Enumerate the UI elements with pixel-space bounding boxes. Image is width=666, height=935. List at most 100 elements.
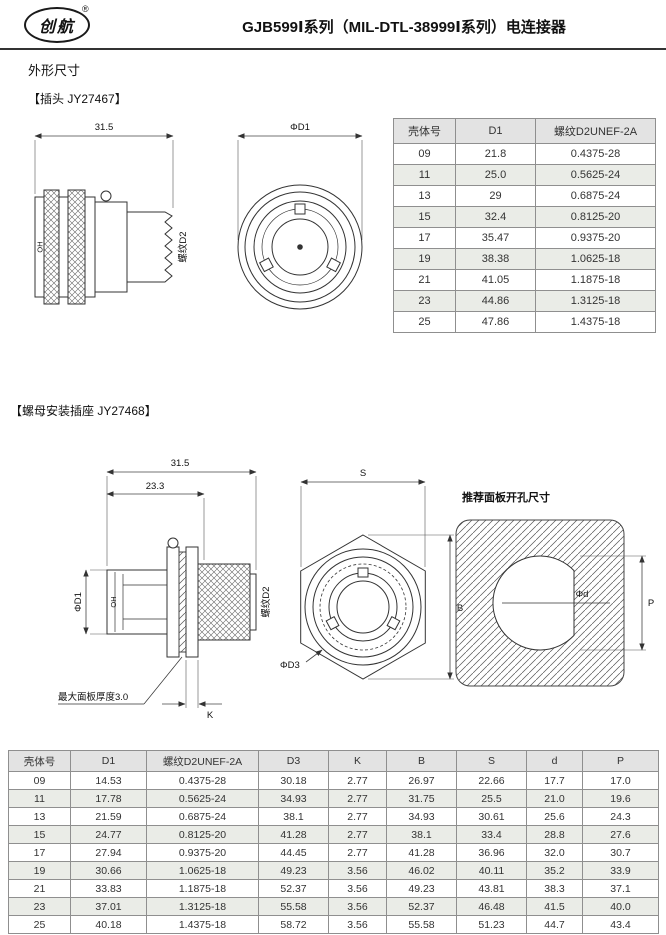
table-cell: 33.9 (582, 861, 659, 880)
table-cell: 0.9375-20 (146, 843, 259, 862)
receptacle-dimensions: 31.5 23.3 ΦD1 (73, 458, 257, 635)
table-cell: 17 (393, 227, 456, 249)
dim-label-k: K (207, 710, 214, 721)
table-cell: 47.86 (455, 311, 536, 333)
table-cell: 0.4375-28 (535, 143, 656, 165)
plug-heading: 【插头 JY27467】 (28, 92, 127, 106)
table-cell: 44.86 (455, 290, 536, 312)
dim-label-recep-d1: ΦD1 (73, 592, 84, 612)
table-cell: 3.56 (328, 897, 387, 916)
table-cell: 52.37 (258, 879, 329, 898)
table-cell: 22.66 (456, 771, 527, 790)
table-cell: 09 (8, 771, 71, 790)
table-cell: 0.5625-24 (535, 164, 656, 186)
k-dimension: K (162, 660, 222, 721)
table-cell: 0.9375-20 (535, 227, 656, 249)
flange-hole (167, 537, 179, 549)
table-cell: 0.8125-20 (146, 825, 259, 844)
brand-name: 创航 (24, 7, 91, 43)
table-cell: 44.7 (526, 915, 583, 934)
dim-label-d1: ΦD1 (290, 122, 310, 133)
plug-diameter-dimension: ΦD1 (237, 122, 363, 240)
plug-thread-label: 螺纹D2 (177, 231, 189, 262)
table-cell: 52.37 (386, 897, 457, 916)
table-cell: 0.6875-24 (146, 807, 259, 826)
table-cell: 43.4 (582, 915, 659, 934)
center-mark (297, 244, 303, 250)
table-cell: 3.56 (328, 915, 387, 934)
table-cell: 41.05 (455, 269, 536, 291)
dim-label-d: Φd (576, 589, 589, 600)
table-cell: 46.02 (386, 861, 457, 880)
table-cell: 15 (8, 825, 71, 844)
receptacle-face (300, 534, 426, 680)
table-cell: 27.6 (582, 825, 659, 844)
table-cell: 19 (393, 248, 456, 270)
header-divider (0, 48, 666, 50)
table-cell: 27.94 (70, 843, 147, 862)
table-cell: 1.1875-18 (535, 269, 656, 291)
table-cell: 19.6 (582, 789, 659, 808)
receptacle-oh-marking: OH (109, 596, 118, 607)
table-cell: 21 (393, 269, 456, 291)
table-cell: 31.75 (386, 789, 457, 808)
table-cell: 13 (393, 185, 456, 207)
receptacle-thread-label: 螺纹D2 (260, 586, 272, 617)
column-header: D1 (455, 118, 536, 144)
table-cell: 55.58 (258, 897, 329, 916)
table-cell: 15 (393, 206, 456, 228)
table-cell: 30.18 (258, 771, 329, 790)
table-cell: 40.11 (456, 861, 527, 880)
table-cell: 17.7 (526, 771, 583, 790)
table-cell: 25.6 (526, 807, 583, 826)
s-dimension: S (300, 468, 426, 567)
table-cell: 46.48 (456, 897, 527, 916)
panel-cutout-title: 推荐面板开孔尺寸 (462, 492, 550, 504)
table-cell: 33.4 (456, 825, 527, 844)
table-cell: 37.1 (582, 879, 659, 898)
p-dimension: P (580, 555, 654, 651)
table-cell: 34.93 (386, 807, 457, 826)
table-cell: 21 (8, 879, 71, 898)
plug-side-view-drawing: 31.5 OH 螺纹D2 (34, 122, 189, 305)
column-header: 螺纹D2UNEF-2A (535, 118, 656, 144)
dim-label-length: 31.5 (95, 122, 114, 133)
plug-length-dimension: 31.5 (34, 122, 174, 208)
table-cell: 2.77 (328, 807, 387, 826)
table-cell: 28.8 (526, 825, 583, 844)
table-cell: 17 (8, 843, 71, 862)
table-cell: 26.97 (386, 771, 457, 790)
table-cell: 25.0 (455, 164, 536, 186)
table-cell: 24.3 (582, 807, 659, 826)
table-cell: 2.77 (328, 843, 387, 862)
table-cell: 30.7 (582, 843, 659, 862)
receptacle-body (106, 537, 257, 658)
table-cell: 23 (393, 290, 456, 312)
receptacle-side-view-drawing: 31.5 23.3 ΦD1 OH 螺纹D2 最大面板厚度 (58, 458, 272, 721)
table-cell: 1.0625-18 (146, 861, 259, 880)
table-cell: 21.59 (70, 807, 147, 826)
panel-thickness-note: 最大面板厚度3.0 (58, 656, 183, 705)
column-header: d (526, 750, 583, 772)
page-title: GJB599Ⅰ系列（MIL-DTL-38999Ⅰ系列）电连接器 (242, 19, 566, 36)
plug-body (34, 189, 173, 305)
plug-face (237, 184, 363, 310)
table-cell: 49.23 (386, 879, 457, 898)
table-cell: 1.4375-18 (535, 311, 656, 333)
table-cell: 17.0 (582, 771, 659, 790)
table-cell: 36.96 (456, 843, 527, 862)
